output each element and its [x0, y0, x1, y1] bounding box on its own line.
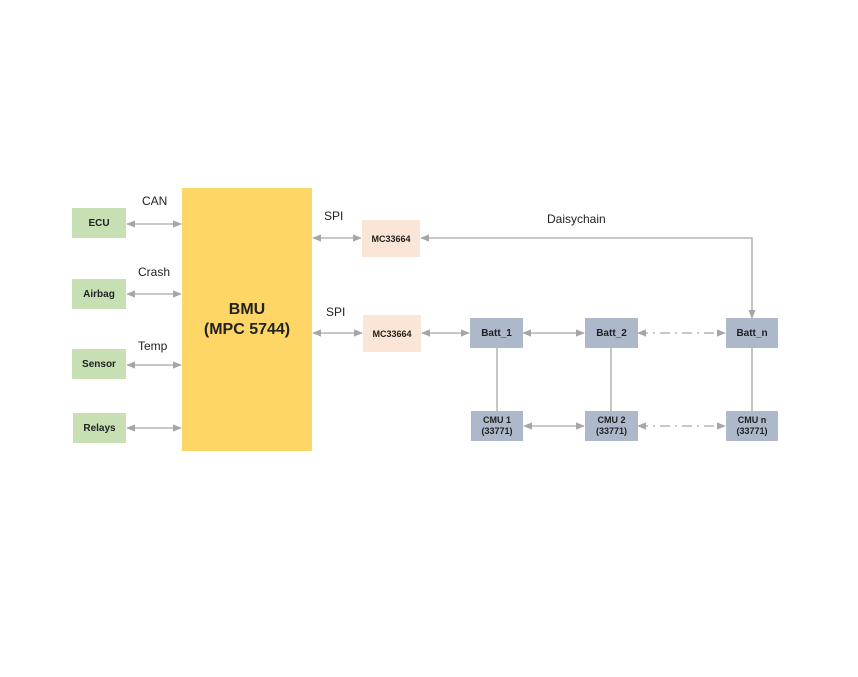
spi-bottom-label: SPI [326, 305, 346, 319]
sensor-label: Sensor [82, 358, 116, 370]
cmu-n-node: CMU n (33771) [726, 411, 778, 441]
mc33664-top-label: MC33664 [371, 233, 411, 244]
airbag-label: Airbag [83, 288, 115, 300]
bmu-title: BMU [228, 300, 266, 318]
bmu-subtitle: (MPC 5744) [203, 320, 291, 338]
crash-label: Crash [138, 265, 171, 279]
daisychain-connector [420, 234, 756, 319]
batt-n-node: Batt_n [726, 318, 778, 348]
batt-2-node: Batt_2 [585, 318, 638, 348]
cmu-1-node: CMU 1 (33771) [471, 411, 523, 441]
mc33664-bottom-label: MC33664 [372, 328, 412, 339]
airbag-node: Airbag [72, 279, 126, 309]
cmu-2-title: CMU 2 [597, 415, 626, 425]
ecu-label: ECU [88, 217, 110, 229]
relays-node: Relays [73, 413, 126, 443]
mc33664-top-node: MC33664 [362, 220, 420, 257]
batt-1-label: Batt_1 [481, 327, 512, 339]
daisychain-label: Daisychain [547, 212, 606, 226]
batt-2-label: Batt_2 [596, 327, 627, 339]
batt-1-node: Batt_1 [470, 318, 523, 348]
cmu-2-node: CMU 2 (33771) [585, 411, 638, 441]
sensor-node: Sensor [72, 349, 126, 379]
relays-label: Relays [83, 422, 116, 434]
cmu-1-part: (33771) [481, 426, 513, 436]
temp-label: Temp [138, 339, 168, 353]
cmu-1-title: CMU 1 [482, 415, 511, 425]
cmu-n-part: (33771) [736, 426, 768, 436]
cmu-2-part: (33771) [595, 426, 628, 436]
cmu-n-title: CMU n [737, 415, 767, 425]
mc33664-bottom-node: MC33664 [363, 315, 421, 352]
bmu-block: BMU (MPC 5744) [182, 188, 312, 451]
ecu-node: ECU [72, 208, 126, 238]
spi-top-label: SPI [324, 209, 344, 223]
can-label: CAN [142, 194, 168, 208]
batt-n-label: Batt_n [736, 327, 768, 339]
